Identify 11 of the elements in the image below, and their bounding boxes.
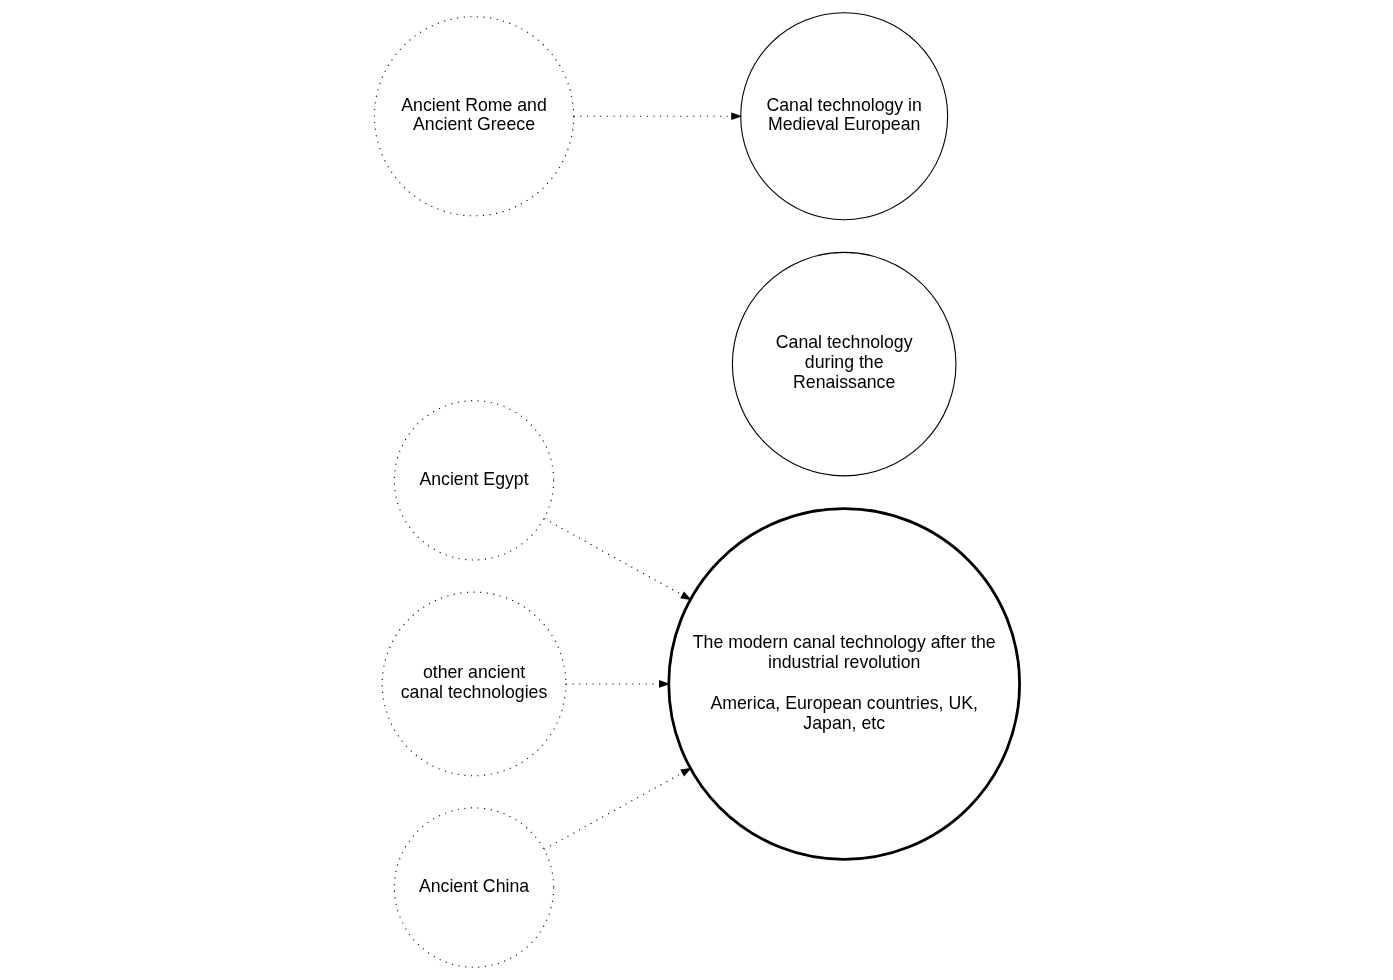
arrow: [572, 112, 742, 121]
node-circle: other ancient canal technologies: [381, 591, 566, 777]
node-circle: Canal technology during the Renaissance: [731, 251, 956, 477]
node-circle: The modern canal technology after the industrial revolution America, European countries, UK, Japan, etc: [666, 507, 1021, 861]
node-circle: Ancient Egypt: [393, 400, 554, 561]
node-circle: Canal technology in Medieval European: [739, 12, 948, 221]
arrow: [565, 680, 670, 688]
node-circle: Ancient Rome and Ancient Greece: [373, 16, 574, 217]
arrow: [543, 767, 692, 850]
node-circle: Ancient China: [393, 807, 554, 968]
arrow: [543, 518, 692, 601]
